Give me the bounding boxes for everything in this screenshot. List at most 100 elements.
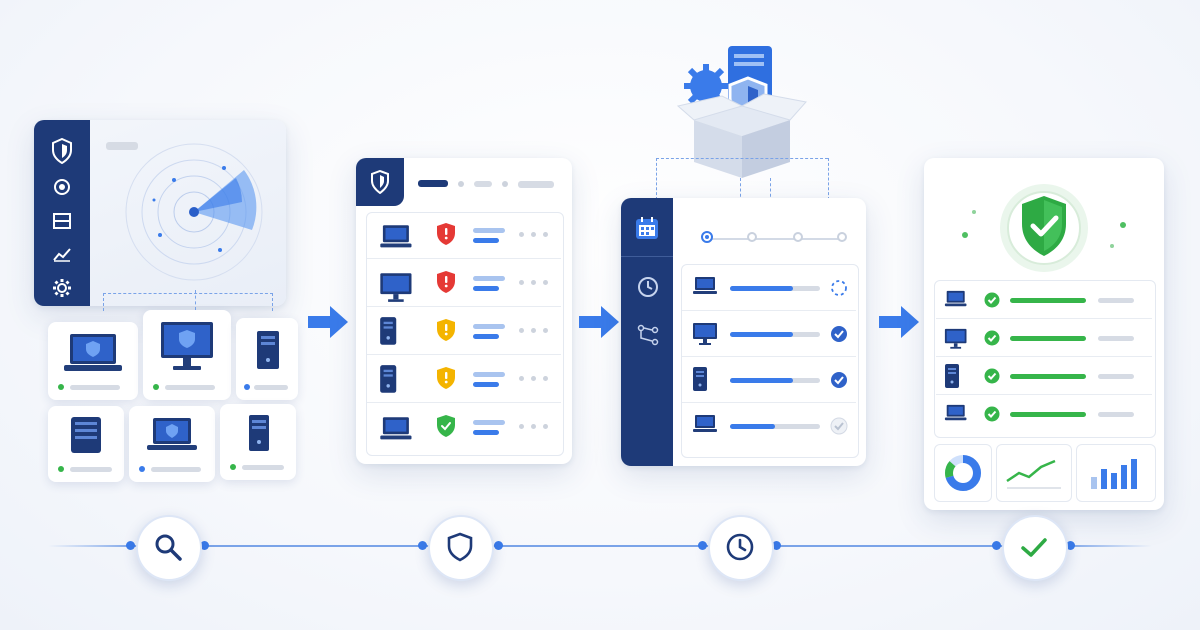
server-icon: [693, 367, 707, 391]
calendar-icon[interactable]: [635, 216, 659, 240]
device-tile-laptop[interactable]: [48, 322, 138, 400]
connector: [103, 293, 104, 311]
timeline-dot: [698, 541, 707, 550]
shield-icon[interactable]: [370, 170, 390, 194]
progress-fill: [730, 332, 793, 337]
deploy-row[interactable]: [682, 404, 856, 448]
menu-dot: [531, 232, 536, 237]
table-row[interactable]: [367, 260, 561, 307]
server-icon: [249, 415, 269, 451]
device-tile-server[interactable]: [48, 406, 124, 482]
deploy-row[interactable]: [682, 358, 856, 403]
device-tile-server[interactable]: [220, 404, 296, 480]
gear-icon[interactable]: [52, 278, 72, 298]
connector: [656, 158, 657, 200]
check-icon: [1021, 538, 1047, 557]
package-box-icon: [676, 46, 807, 178]
menu-dot: [543, 280, 548, 285]
radar-graphic: [125, 143, 263, 281]
verify-row[interactable]: [936, 282, 1152, 319]
laptop-icon: [64, 334, 122, 371]
menu-dot: [531, 424, 536, 429]
shield-icon[interactable]: [51, 138, 73, 164]
device-tile-laptop[interactable]: [129, 406, 215, 482]
circle-icon[interactable]: [53, 178, 71, 196]
stepper-step[interactable]: [747, 232, 757, 242]
bar-chart-widget[interactable]: [1076, 444, 1156, 502]
timeline-line: [48, 545, 1152, 547]
stepper-step[interactable]: [793, 232, 803, 242]
chart-icon[interactable]: [53, 246, 71, 262]
title-bar: [418, 180, 448, 187]
menu-dot: [531, 280, 536, 285]
menu-dot: [531, 328, 536, 333]
timeline-dot: [1066, 541, 1075, 550]
label-bar: [1098, 336, 1134, 341]
donut-chart-icon: [945, 455, 981, 491]
label-bar: [242, 465, 284, 470]
label-bar: [473, 382, 499, 387]
device-tile-monitor[interactable]: [143, 310, 231, 400]
bar-chart-icon: [1091, 459, 1137, 489]
connector: [656, 158, 828, 159]
laptop-icon: [147, 418, 197, 450]
laptop-icon: [944, 404, 967, 421]
label-bar: [70, 385, 120, 390]
deploy-list: [681, 264, 859, 458]
label-bar: [473, 324, 505, 329]
timeline-step-discover[interactable]: [136, 515, 202, 581]
timeline-step-deploy[interactable]: [708, 515, 774, 581]
donut-chart-widget[interactable]: [934, 444, 992, 502]
stepper-line: [707, 238, 845, 240]
stepper-step[interactable]: [837, 232, 847, 242]
verify-row[interactable]: [936, 396, 1152, 432]
device-tile-server[interactable]: [236, 318, 298, 400]
critical-shield-icon: [437, 223, 455, 245]
server-icon: [257, 331, 279, 369]
connector: [770, 178, 771, 202]
sidebar-divider: [621, 256, 673, 257]
stepper-step-active[interactable]: [701, 231, 713, 243]
label-bar: [473, 420, 505, 425]
arrow-right-icon: [579, 306, 619, 338]
timeline-dot: [200, 541, 209, 550]
status-dot: [244, 384, 250, 390]
list-icon[interactable]: [53, 213, 71, 229]
server-icon: [945, 364, 959, 388]
label-bar: [473, 228, 505, 233]
deploy-row[interactable]: [682, 266, 856, 311]
timeline-step-verify[interactable]: [1002, 515, 1068, 581]
verify-row[interactable]: [936, 358, 1152, 395]
clock-icon[interactable]: [637, 276, 659, 298]
table-row[interactable]: [367, 356, 561, 403]
status-dot: [58, 466, 64, 472]
table-row[interactable]: [367, 212, 561, 259]
check-circle-icon: [984, 406, 1000, 422]
timeline-step-assess[interactable]: [428, 515, 494, 581]
workflow-icon[interactable]: [637, 324, 659, 346]
status-bar: [1010, 374, 1086, 379]
menu-dot: [519, 328, 524, 333]
label-bar: [151, 467, 201, 472]
monitor-icon: [693, 323, 717, 345]
status-bar: [1010, 298, 1086, 303]
deploy-row[interactable]: [682, 312, 856, 357]
toolbar-dot: [502, 181, 508, 187]
discover-panel: [34, 120, 286, 306]
check-circle-icon: [831, 326, 847, 342]
label-bar: [1098, 374, 1134, 379]
timeline-dot: [992, 541, 1001, 550]
label-bar: [165, 385, 215, 390]
line-chart-widget[interactable]: [996, 444, 1072, 502]
critical-shield-icon: [437, 271, 455, 293]
search-icon: [155, 534, 182, 561]
table-row[interactable]: [367, 308, 561, 355]
table-row[interactable]: [367, 404, 561, 450]
connector: [103, 293, 273, 294]
deploy-sidebar: [621, 198, 673, 466]
monitor-icon: [380, 273, 412, 302]
verify-row[interactable]: [936, 320, 1152, 357]
verify-list: [934, 280, 1156, 438]
menu-dot: [531, 376, 536, 381]
timeline-dot: [418, 541, 427, 550]
